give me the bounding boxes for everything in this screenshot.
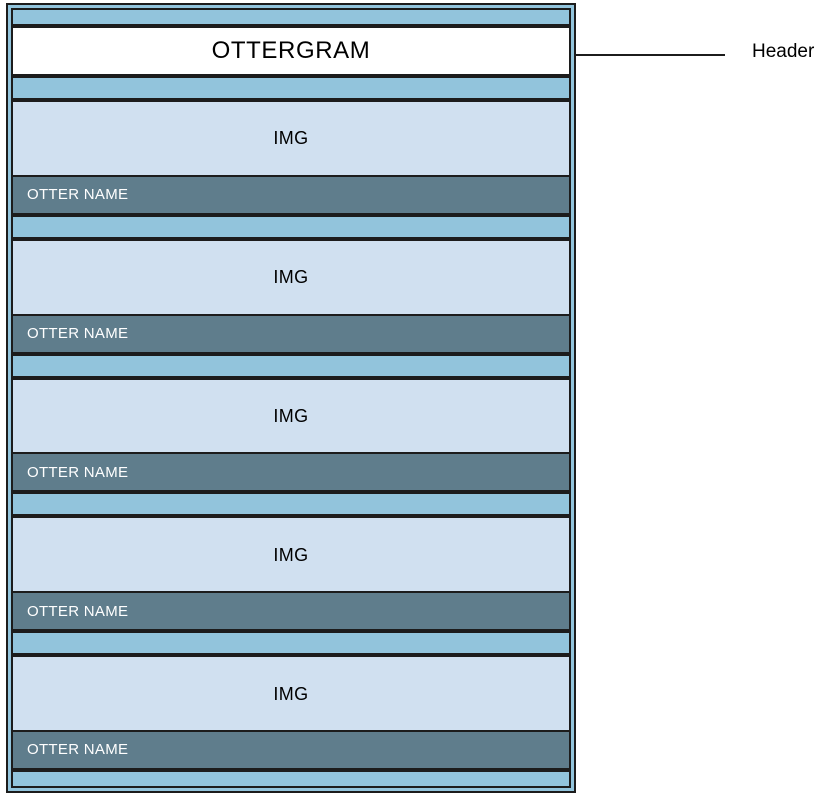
otter-card[interactable]: IMG OTTER NAME: [11, 100, 571, 215]
spacer-strip: [11, 353, 571, 378]
spacer-strip: [11, 492, 571, 517]
otter-name-bar: OTTER NAME: [11, 593, 571, 632]
otter-name-label: OTTER NAME: [27, 741, 129, 759]
spacer-strip: [11, 214, 571, 239]
otter-card[interactable]: IMG OTTER NAME: [11, 516, 571, 632]
otter-name-bar: OTTER NAME: [11, 315, 571, 354]
otter-name-label: OTTER NAME: [27, 602, 129, 620]
top-spacer-strip: [11, 8, 571, 26]
otter-name-label: OTTER NAME: [27, 186, 129, 204]
page-title: OTTERGRAM: [211, 37, 371, 64]
otter-name-bar: OTTER NAME: [11, 731, 571, 770]
otter-card[interactable]: IMG OTTER NAME: [11, 377, 571, 493]
image-placeholder-label: IMG: [273, 267, 309, 288]
app-wireframe-container: OTTERGRAM IMG OTTER NAME IMG OTTER NAME: [6, 3, 576, 793]
bottom-spacer-strip: [11, 769, 571, 788]
otter-name-label: OTTER NAME: [27, 325, 129, 343]
otter-card[interactable]: IMG OTTER NAME: [11, 238, 571, 354]
otter-image-placeholder[interactable]: IMG: [11, 516, 571, 594]
image-placeholder-label: IMG: [273, 405, 309, 426]
otter-name-label: OTTER NAME: [27, 463, 129, 481]
otter-name-bar: OTTER NAME: [11, 176, 571, 215]
header-bar: OTTERGRAM: [11, 26, 571, 76]
spacer-strip-after-header: [11, 76, 571, 100]
otter-image-placeholder[interactable]: IMG: [11, 655, 571, 732]
image-placeholder-label: IMG: [273, 683, 309, 704]
otter-card[interactable]: IMG OTTER NAME: [11, 655, 571, 770]
otter-image-placeholder[interactable]: IMG: [11, 238, 571, 316]
spacer-strip: [11, 631, 571, 656]
otter-name-bar: OTTER NAME: [11, 454, 571, 493]
otter-image-placeholder[interactable]: IMG: [11, 377, 571, 455]
annotation-label-header: Header: [752, 41, 815, 62]
otter-image-placeholder[interactable]: IMG: [11, 100, 571, 177]
annotation-leader-line: [576, 54, 725, 56]
image-placeholder-label: IMG: [273, 128, 309, 149]
image-placeholder-label: IMG: [273, 544, 309, 565]
